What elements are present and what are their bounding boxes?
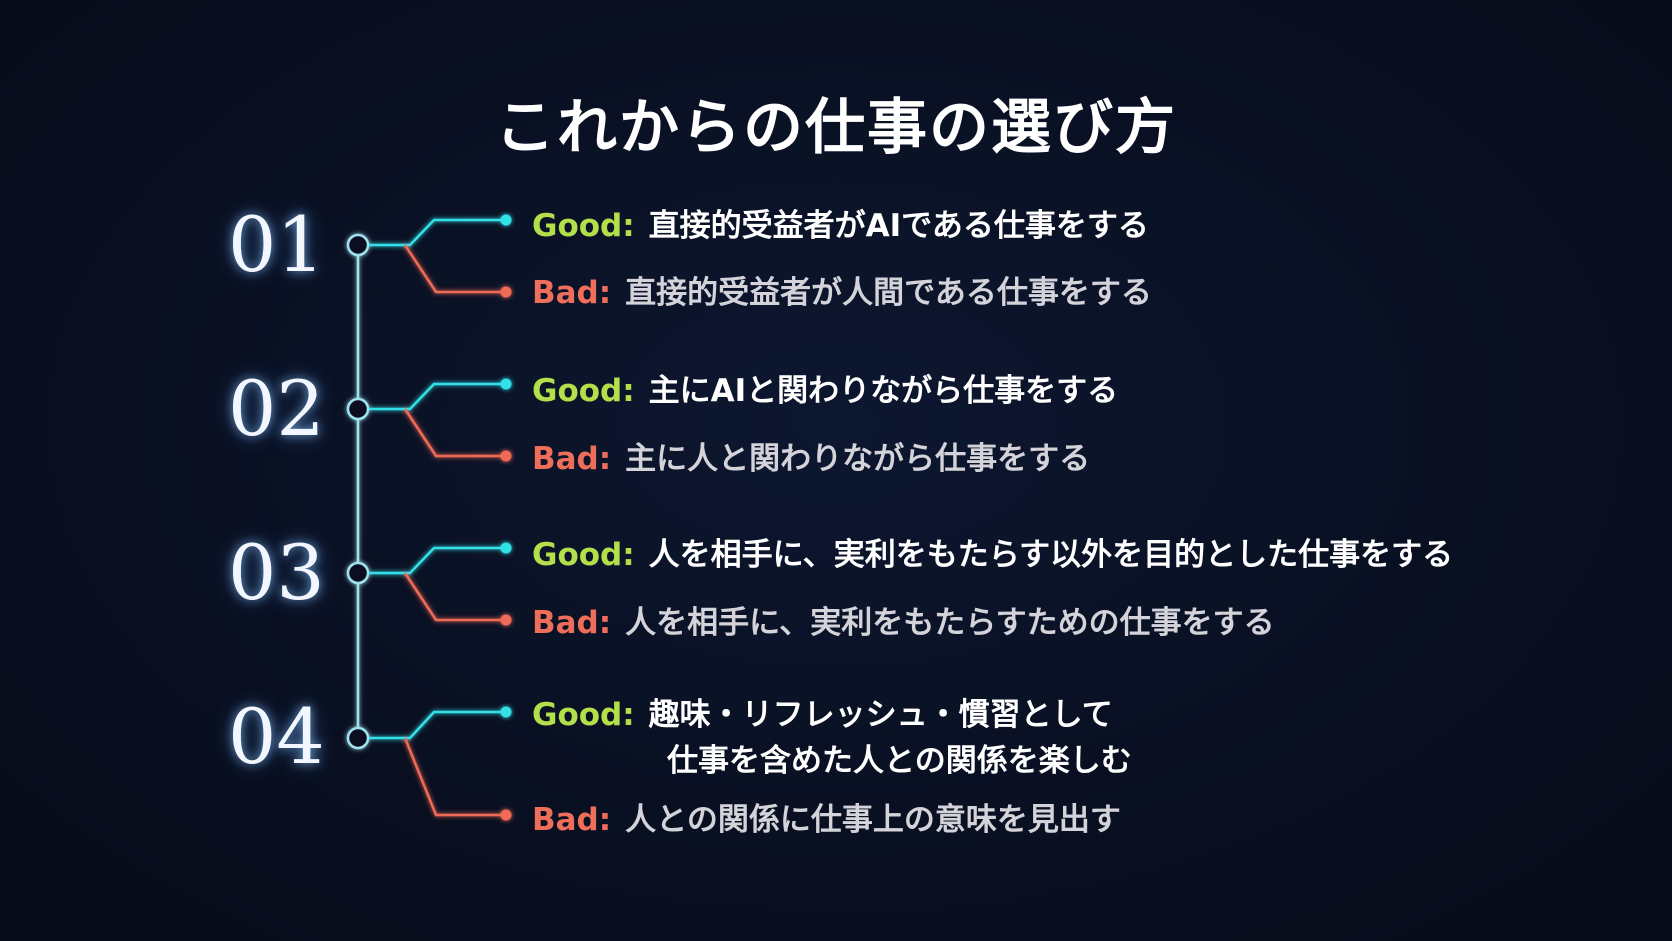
good-label: Good: bbox=[532, 537, 635, 573]
connector-lines bbox=[346, 214, 512, 821]
good-endpoint-dot-02 bbox=[500, 378, 512, 390]
step-number-01: 01 bbox=[228, 200, 325, 289]
bad-label: Bad: bbox=[532, 802, 612, 838]
item-02-bad: Bad: 主に人と関わりながら仕事をする bbox=[532, 436, 1090, 482]
good-text: 人を相手に、実利をもたらす以外を目的とした仕事をする bbox=[648, 537, 1454, 573]
bad-branch-line-03 bbox=[403, 572, 506, 622]
item-02-good: Good: 主にAIと関わりながら仕事をする bbox=[532, 368, 1118, 414]
bad-label: Bad: bbox=[532, 275, 612, 311]
bad-branch-line-04 bbox=[403, 737, 506, 817]
step-number-02: 02 bbox=[228, 364, 325, 453]
bad-text: 人を相手に、実利をもたらすための仕事をする bbox=[625, 605, 1275, 641]
page-title: これからの仕事の選び方 bbox=[495, 93, 1177, 163]
node-circle-03 bbox=[346, 561, 370, 585]
bad-branch-line-01 bbox=[403, 244, 506, 294]
good-branch-line-02 bbox=[368, 382, 506, 411]
item-01-bad: Bad: 直接的受益者が人間である仕事をする bbox=[532, 270, 1152, 316]
good-label: Good: bbox=[532, 697, 635, 733]
good-endpoint-dot-04 bbox=[500, 706, 512, 718]
good-text-line2: 仕事を含めた人との関係を楽しむ bbox=[667, 743, 1132, 779]
bad-endpoint-dot-01 bbox=[500, 286, 512, 298]
bad-endpoint-dot-04 bbox=[500, 809, 512, 821]
step-number-04: 04 bbox=[228, 692, 325, 781]
bad-endpoint-dot-02 bbox=[500, 450, 512, 462]
good-endpoint-dot-03 bbox=[500, 542, 512, 554]
bad-text: 直接的受益者が人間である仕事をする bbox=[625, 275, 1152, 311]
node-circle-02 bbox=[346, 397, 370, 421]
bad-endpoint-dot-03 bbox=[500, 614, 512, 626]
good-branch-line-04 bbox=[368, 710, 506, 740]
item-04-good: Good: 趣味・リフレッシュ・慣習として 仕事を含めた人との関係を楽しむ bbox=[532, 692, 1132, 784]
item-01-good: Good: 直接的受益者がAIである仕事をする bbox=[532, 203, 1149, 249]
bad-branch-line-02 bbox=[403, 408, 506, 458]
item-04-bad: Bad: 人との関係に仕事上の意味を見出す bbox=[532, 797, 1121, 843]
bad-text: 主に人と関わりながら仕事をする bbox=[625, 441, 1091, 477]
step-number-03: 03 bbox=[228, 528, 325, 617]
good-text: 直接的受益者がAIである仕事をする bbox=[648, 208, 1149, 244]
good-text: 趣味・リフレッシュ・慣習として bbox=[648, 697, 1113, 733]
bad-label: Bad: bbox=[532, 605, 612, 641]
good-branch-line-01 bbox=[368, 218, 506, 247]
good-label: Good: bbox=[532, 208, 635, 244]
item-03-good: Good: 人を相手に、実利をもたらす以外を目的とした仕事をする bbox=[532, 532, 1453, 578]
good-branch-line-03 bbox=[368, 546, 506, 575]
bad-text: 人との関係に仕事上の意味を見出す bbox=[625, 802, 1121, 838]
bad-label: Bad: bbox=[532, 441, 612, 477]
good-label: Good: bbox=[532, 373, 635, 409]
node-circle-01 bbox=[346, 233, 370, 257]
node-circle-04 bbox=[346, 726, 370, 750]
item-03-bad: Bad: 人を相手に、実利をもたらすための仕事をする bbox=[532, 600, 1275, 646]
good-text: 主にAIと関わりながら仕事をする bbox=[648, 373, 1119, 409]
good-endpoint-dot-01 bbox=[500, 214, 512, 226]
